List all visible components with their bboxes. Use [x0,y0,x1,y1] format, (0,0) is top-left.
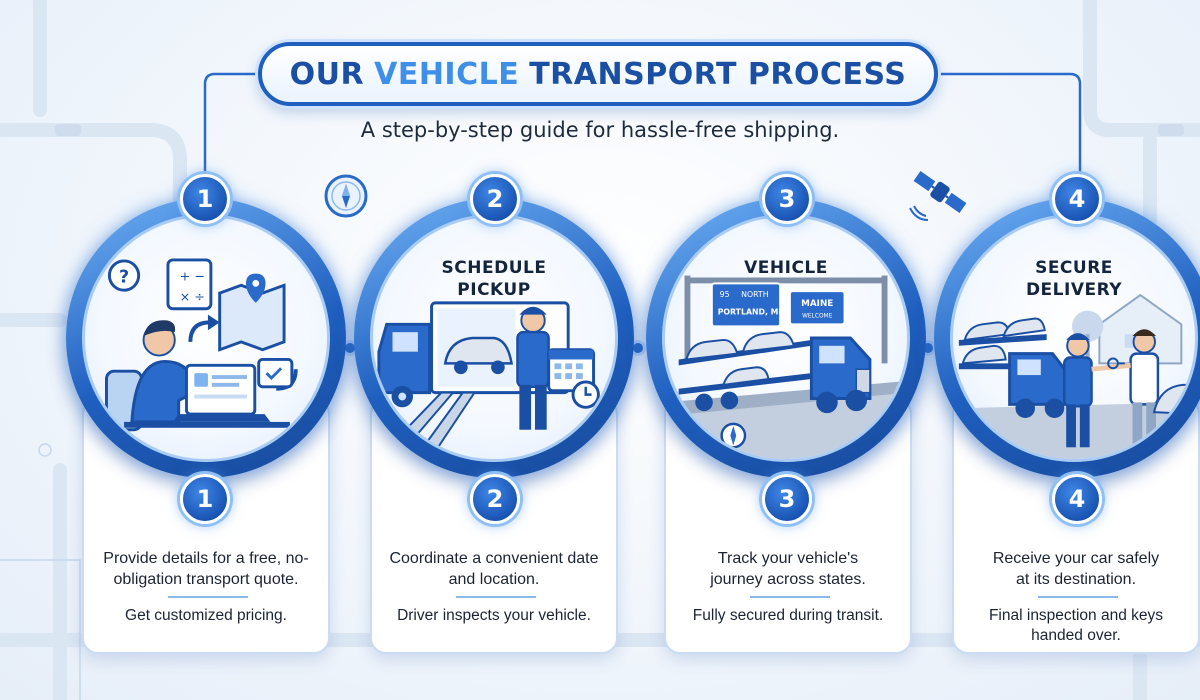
sign-north: NORTH [741,290,769,299]
sign-portland: PORTLAND, ME [718,308,784,317]
divider [750,596,830,598]
step-detail: Final inspection and keys handed over. [988,607,1164,644]
step-detail: Driver inspects your vehicle. [397,607,591,624]
step-ring-3: VEHICLE 95 NORTH PORTLAND, ME MAINE WELC… [646,198,926,478]
sign-welcome: WELCOME [802,314,832,320]
compass-icon [324,174,368,218]
step-text: Receive your car safely at its destinati… [992,550,1160,588]
person-at-laptop-quote-icon: ? + − × ÷ [105,258,298,432]
step-text: Coordinate a convenient date and locatio… [389,550,599,588]
key-handover-delivery-icon [953,293,1195,459]
step-number-badge: 3 [762,174,812,224]
step-number-badge: 4 [1052,174,1102,224]
step-number-badge: 1 [180,174,230,224]
step-text: Provide details for a free, no-obligatio… [103,550,309,588]
title-before: OUR [289,56,365,92]
step-detail: Get customized pricing. [125,607,287,624]
page-subtitle: A step-by-step guide for hassle-free shi… [360,118,840,142]
title-after: TRANSPORT PROCESS [529,56,907,92]
step-ring-1: ? + − × ÷ [66,198,346,478]
highway-shield: 95 [720,290,730,299]
title-accent: VEHICLE [374,56,520,92]
sign-maine: MAINE [801,299,833,309]
svg-text:?: ? [119,267,129,287]
divider [456,596,536,598]
truck-loading-driver-calendar-icon [377,301,600,453]
step-number-badge: 1 [180,474,230,524]
step-ring-4: SECURE DELIVERY [934,198,1200,478]
svg-text:+ −: + − [180,268,205,283]
step-heading: SECURE DELIVERY [1025,258,1123,300]
step-ring-2: SCHEDULE PICKUP [354,198,634,478]
satellite-icon [909,171,967,221]
divider [1038,596,1118,598]
step-number-badge: 2 [470,174,520,224]
step-text: Track your vehicle's journey across stat… [710,550,866,588]
divider [168,596,248,598]
step-number-badge: 3 [762,474,812,524]
step-heading: SCHEDULE PICKUP [441,258,547,300]
step-number-badge: 2 [470,474,520,524]
step-number-badge: 4 [1052,474,1102,524]
page-title: OUR VEHICLE TRANSPORT PROCESS [258,42,938,106]
svg-text:× ÷: × ÷ [180,289,205,304]
car-carrier-highway-icon: 95 NORTH PORTLAND, ME MAINE WELCOME [665,275,907,459]
step-detail: Fully secured during transit. [692,607,884,624]
step-heading: VEHICLE [744,258,828,278]
